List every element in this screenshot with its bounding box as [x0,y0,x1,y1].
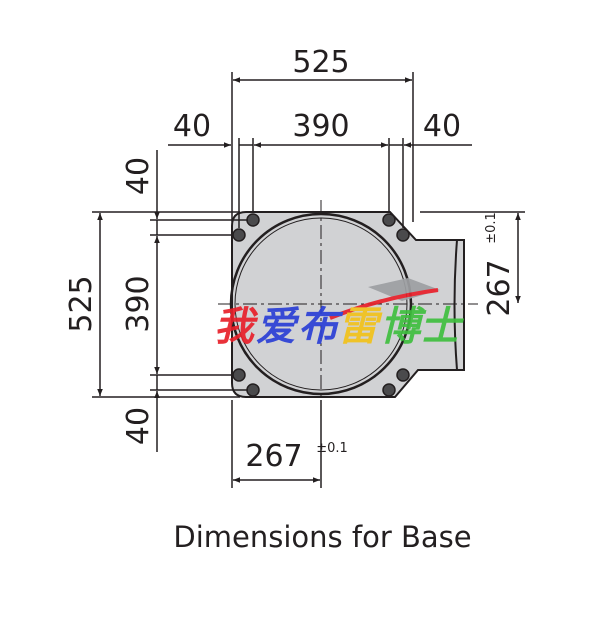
watermark-char-2: 爱 [256,303,300,350]
label-right-center: 267 [482,259,517,316]
mounting-hole [246,213,260,227]
label-left-offset: 40 [173,109,211,144]
extension-lines [92,72,525,488]
watermark-char-1: 我 [214,303,259,350]
label-right-offset: 40 [423,109,461,144]
watermark-char-5: 博 [380,303,427,350]
watermark-char-4: 雷 [338,303,383,350]
mounting-hole [246,383,260,397]
label-top-offset: 40 [121,157,156,195]
watermark-char-3: 布 [298,303,344,350]
mounting-hole [232,368,246,382]
label-inner-height: 390 [121,275,156,332]
label-overall-width: 525 [292,45,349,80]
graduation-cap-icon [368,278,440,301]
label-bottom-center: 267 [245,439,302,474]
mounting-hole [396,368,410,382]
watermark: 我 爱 布 雷 博 士 [214,278,465,350]
watermark-swoosh [329,288,439,320]
mounting-hole [232,228,246,242]
center-lines [218,200,478,408]
mounting-holes [232,213,410,397]
mounting-hole [382,383,396,397]
dimension-labels: 525 390 40 40 525 390 40 40 267 ±0.1 267… [64,45,517,474]
mounting-hole [396,228,410,242]
dimension-lines [97,77,521,483]
label-inner-width: 390 [292,109,349,144]
figure-caption: Dimensions for Base [173,520,472,554]
pipe-end [453,239,458,371]
label-overall-height: 525 [64,275,99,332]
watermark-char-6: 士 [420,303,465,350]
label-bottom-offset: 40 [121,407,156,445]
label-bottom-center-tolerance: ±0.1 [316,441,348,456]
mounting-hole [382,213,396,227]
label-right-center-tolerance: ±0.1 [484,212,499,244]
